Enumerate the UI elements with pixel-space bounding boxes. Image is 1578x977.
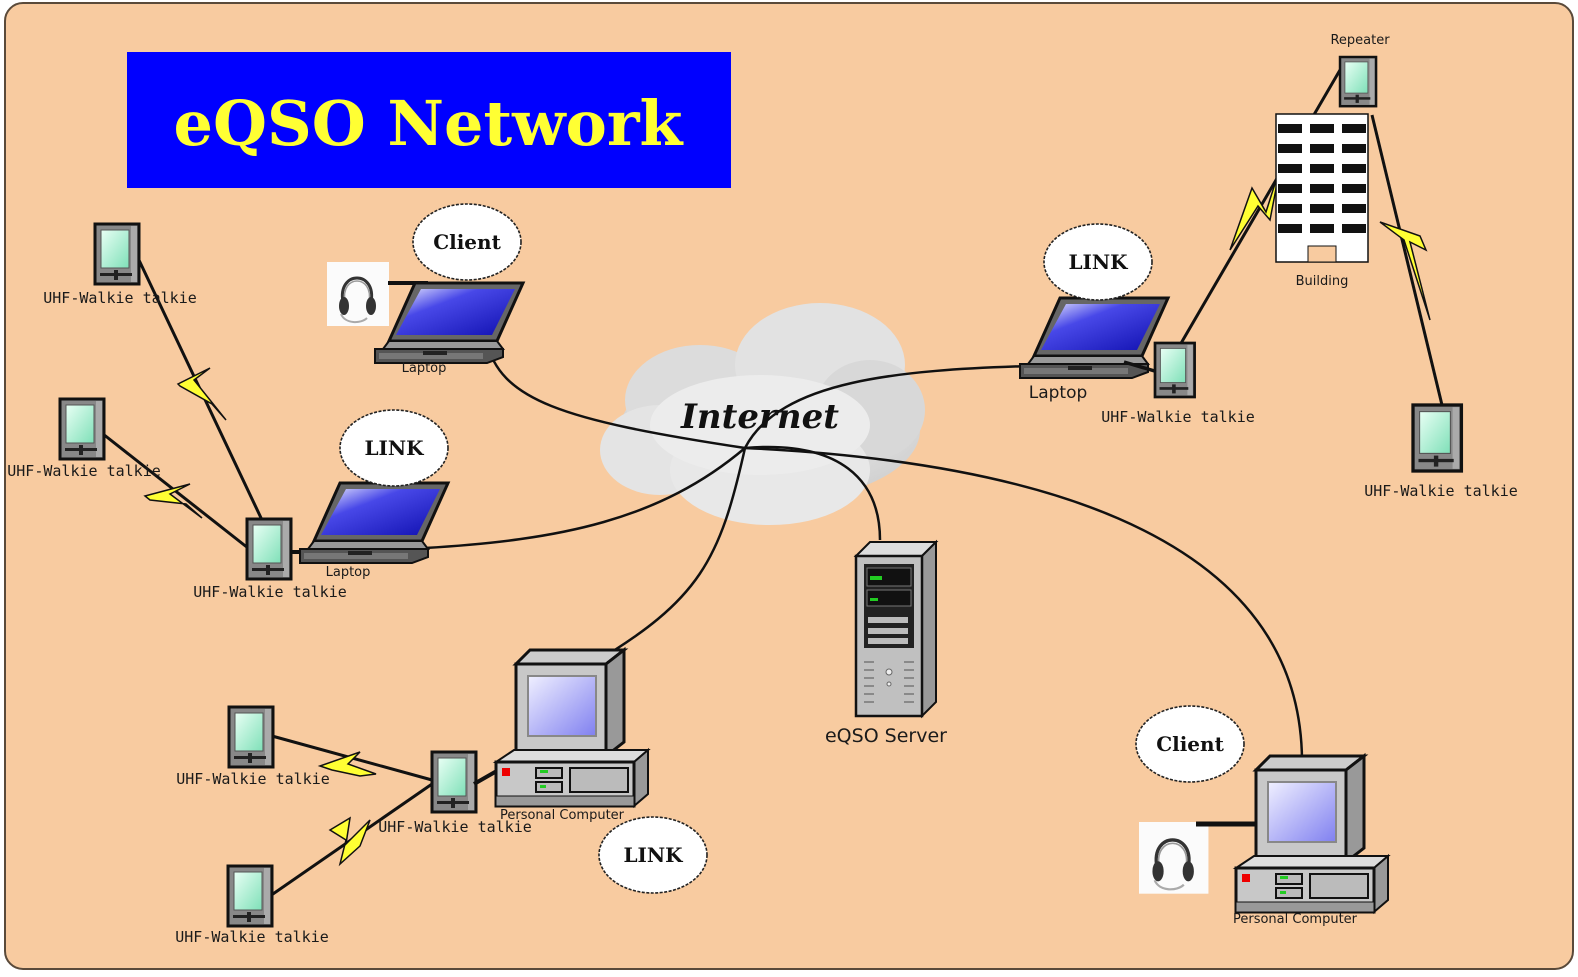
title-text: eQSO Network [174,87,685,160]
pc-bottom-link[interactable] [494,648,650,808]
client-bubble-top: Client [412,203,522,281]
client-bubble-bottom: Client [1135,705,1245,783]
server-label: eQSO Server [825,725,947,747]
building-icon [1275,113,1369,263]
headset-icon [1137,820,1211,896]
lightning-bolt-icon [1379,221,1431,321]
laptop-label-client: Laptop [402,361,447,376]
walkie-talkie-bottom-left-2[interactable] [226,864,274,928]
radio-links [102,69,1444,898]
walkie-label-left-link: UHF-Walkie talkie [193,583,347,601]
svg-text:LINK: LINK [623,843,683,867]
cable-left-link-laptop [424,447,746,550]
laptop-label-right-link: Laptop [1029,383,1088,403]
pc-label-bottom-link: Personal Computer [500,808,625,823]
server-icon[interactable] [853,539,939,719]
repeater-label: Repeater [1330,33,1390,48]
link-bubble-right: LINK [1043,223,1153,301]
walkie-talkie-far-right[interactable] [1411,403,1464,473]
title-banner: eQSO Network [127,52,731,188]
lightning-bolt-icon [176,367,227,421]
cable-client-pc [744,446,1304,761]
walkie-talkie-bottom-link[interactable] [430,750,478,814]
lightning-bolt-icon [317,751,377,777]
link-bubble-bottom: LINK [598,816,708,894]
building-label: Building [1296,274,1349,289]
walkie-label-far-right: UHF-Walkie talkie [1364,482,1518,500]
walkie-label-mid-left: UHF-Walkie talkie [7,462,161,480]
pc-label-client: Personal Computer [1233,912,1358,927]
walkie-label-bottom-left-1: UHF-Walkie talkie [176,770,330,788]
walkie-label-bottom-link: UHF-Walkie talkie [378,818,532,836]
link-bubble-left: LINK [339,409,449,487]
svg-text:LINK: LINK [364,436,424,460]
walkie-talkie-left-link[interactable] [245,517,293,581]
cloud-icon [600,303,925,525]
lightning-bolt-icon [328,816,371,867]
lightning-bolt-icon [143,483,203,519]
svg-text:Client: Client [433,230,501,254]
walkie-talkie-mid-left[interactable] [58,397,106,461]
headset-icon [325,260,391,328]
svg-text:Client: Client [1156,732,1224,756]
walkie-talkie-right-link[interactable] [1153,341,1196,399]
repeater-walkie-talkie[interactable] [1338,55,1378,108]
walkie-label-bottom-left-2: UHF-Walkie talkie [175,928,329,946]
walkie-label-right-link: UHF-Walkie talkie [1101,408,1255,426]
svg-text:LINK: LINK [1068,250,1128,274]
cable-right-link-laptop [743,364,1031,449]
walkie-talkie-bottom-left-1[interactable] [227,705,275,769]
laptop-label-left-link: Laptop [326,565,371,580]
walkie-talkie-top-left[interactable] [93,222,141,286]
cable-bottom-pc [591,447,747,666]
internet-label: Internet [680,397,839,437]
walkie-label-top-left: UHF-Walkie talkie [43,289,197,307]
network-cables [424,339,1304,761]
pc-client[interactable] [1234,754,1390,914]
cable-server [744,445,882,541]
